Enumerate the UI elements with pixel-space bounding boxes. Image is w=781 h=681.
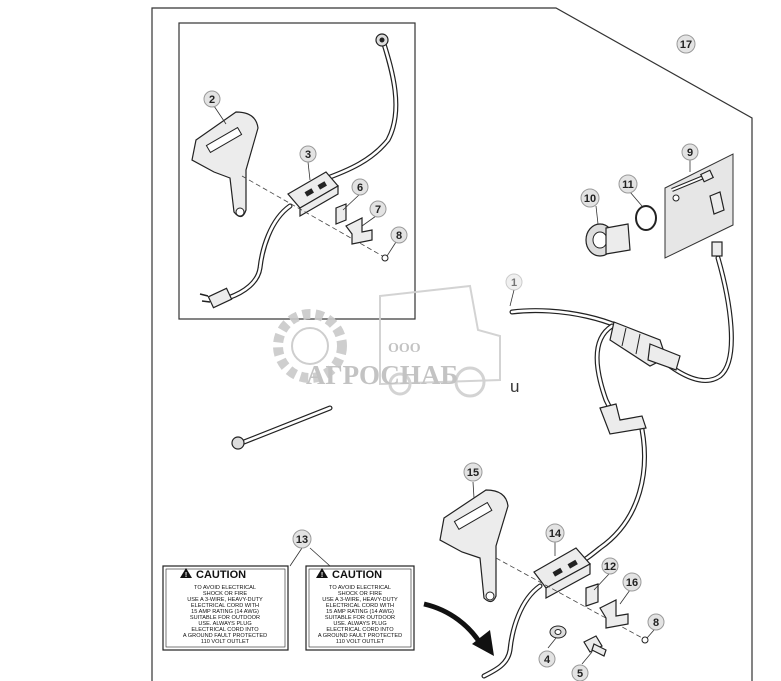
kit-border (151, 7, 753, 681)
watermark-name: АГРОСНАБ (306, 360, 458, 390)
caution-left-line-10: 110 VOLT OUTLET (201, 639, 250, 645)
callout-14: 14 (545, 523, 565, 543)
gfci-module-part-14 (533, 547, 591, 600)
caution-right-line-6: SUITABLE FOR OUTDOOR (325, 615, 395, 621)
caution-left-line-7: USE. ALWAYS PLUG (198, 621, 251, 627)
svg-text:9: 9 (687, 147, 693, 159)
callout-5: 5 (571, 664, 589, 681)
caution-left-line-5: 15 AMP RATING (14 AWG) (191, 609, 259, 615)
caution-left-line-8: ELECTRICAL CORD INTO (191, 627, 259, 633)
harness-junction (609, 321, 681, 371)
caution-right-line-8: ELECTRICAL CORD INTO (326, 627, 394, 633)
svg-text:5: 5 (577, 668, 583, 680)
inset-assembly-line (241, 175, 387, 259)
callout-10: 10 (580, 188, 600, 208)
caution-left-line-3: USE A 3-WIRE, HEAVY-DUTY (187, 597, 263, 603)
callout-6: 6 (351, 178, 369, 196)
inset-clip (335, 203, 347, 225)
caution-left-line-4: ELECTRICAL CORD WITH (191, 603, 259, 609)
svg-text:13: 13 (296, 534, 308, 546)
caution-right-line-4: ELECTRICAL CORD WITH (326, 603, 394, 609)
svg-text:6: 6 (357, 182, 363, 194)
part-9-box (664, 153, 734, 259)
inset-nut (381, 254, 389, 262)
svg-text:2: 2 (209, 94, 215, 106)
callout-13: 13 (292, 529, 312, 549)
callout-16: 16 (622, 572, 642, 592)
svg-text:15: 15 (467, 467, 479, 479)
caution-left-line-1: TO AVOID ELECTRICAL (194, 585, 256, 591)
callout-3: 3 (299, 145, 317, 163)
callout-4: 4 (538, 650, 556, 668)
svg-text:17: 17 (680, 39, 692, 51)
inset-bracket (191, 111, 259, 218)
part-9-connector (671, 169, 725, 257)
harness-cable-right (509, 255, 734, 383)
inset-gfci-module (287, 171, 339, 218)
callout-7: 7 (369, 200, 387, 218)
svg-text:4: 4 (544, 654, 551, 666)
inset-small-bracket (345, 217, 373, 245)
caution-right-line-10: 110 VOLT OUTLET (336, 639, 385, 645)
svg-text:8: 8 (653, 617, 659, 629)
svg-text:3: 3 (305, 149, 311, 161)
svg-text:!: ! (321, 572, 323, 579)
callout-12: 12 (601, 557, 619, 575)
caution-left-line-6: SUITABLE FOR OUTDOOR (190, 615, 260, 621)
caution-right-line-9: A GROUND FAULT PROTECTED (318, 633, 402, 639)
bracket-part-16 (599, 599, 629, 629)
callout-8: 8 (647, 613, 665, 631)
svg-text:!: ! (185, 572, 187, 579)
caution-right-line-1: TO AVOID ELECTRICAL (329, 585, 391, 591)
nut-part-8 (641, 636, 649, 644)
svg-text:12: 12 (604, 561, 616, 573)
sensor-part-10 (585, 223, 631, 257)
callout-2: 2 (203, 90, 221, 108)
svg-text:11: 11 (622, 179, 634, 191)
svg-text:14: 14 (549, 528, 562, 540)
svg-text:7: 7 (375, 204, 381, 216)
left-connector (231, 436, 245, 450)
callout-17: 17 (676, 34, 696, 54)
install-arrow (423, 601, 494, 656)
callout-11: 11 (618, 174, 638, 194)
watermark-suffix: u (510, 377, 519, 396)
svg-text:10: 10 (584, 193, 596, 205)
callout-8-inset: 8 (390, 226, 408, 244)
svg-text:8: 8 (396, 230, 402, 242)
caution-right-line-3: USE A 3-WIRE, HEAVY-DUTY (322, 597, 398, 603)
caution-left-line-9: A GROUND FAULT PROTECTED (183, 633, 267, 639)
assembly-line-bottom (495, 557, 647, 641)
harness-cable-down (577, 417, 647, 565)
caution-right-line-2: SHOCK OR FIRE (338, 591, 382, 597)
bolt-part-5 (583, 635, 607, 657)
caution-label-right: ! CAUTION TO AVOID ELECTRICAL SHOCK OR F… (305, 565, 415, 651)
callout-9: 9 (681, 143, 699, 161)
caution-left-heading: CAUTION (196, 569, 246, 581)
svg-text:1: 1 (511, 277, 517, 289)
caution-right-line-5: 15 AMP RATING (14 AWG) (326, 609, 394, 615)
watermark-prefix: ООО (388, 341, 421, 356)
elbow-connector (599, 403, 647, 435)
caution-right-heading: CAUTION (332, 569, 382, 581)
callout-1: 1 (505, 273, 523, 291)
washer-part-4 (549, 625, 567, 639)
bracket-part-15 (439, 489, 509, 603)
caution-label-left: ! CAUTION TO AVOID ELECTRICAL SHOCK OR F… (162, 565, 289, 651)
caution-right-line-7: USE. ALWAYS PLUG (333, 621, 386, 627)
svg-text:16: 16 (626, 577, 638, 589)
caution-left-line-2: SHOCK OR FIRE (203, 591, 247, 597)
watermark: ООО АГРОСНАБ u (273, 284, 519, 398)
inset-plug (199, 287, 233, 309)
callout-15: 15 (463, 462, 483, 482)
o-ring-part-11 (635, 205, 657, 231)
